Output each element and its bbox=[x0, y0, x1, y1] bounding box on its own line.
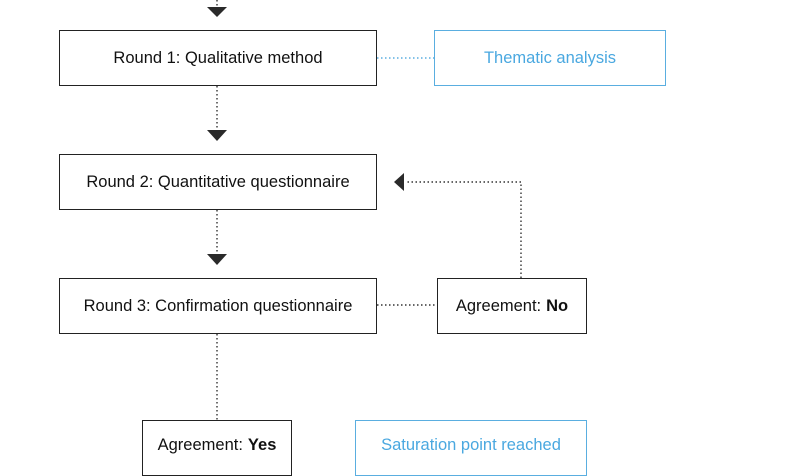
round1-box: Round 1: Qualitative method bbox=[59, 30, 377, 86]
round1-label: Round 1: Qualitative method bbox=[113, 48, 323, 67]
arrowhead-round3 bbox=[207, 254, 227, 265]
agreement-no-value: No bbox=[546, 296, 569, 315]
round2-box: Round 2: Quantitative questionnaire bbox=[59, 154, 377, 210]
saturation-point-label: Saturation point reached bbox=[381, 436, 561, 454]
arrowhead-top bbox=[207, 7, 227, 17]
round3-box: Round 3: Confirmation questionnaire bbox=[59, 278, 377, 334]
flow-connectors bbox=[207, 0, 522, 420]
agreement-yes-value: Yes bbox=[247, 436, 277, 454]
thematic-analysis-label: Thematic analysis bbox=[483, 48, 617, 67]
agreement-yes-box: Agreement: Yes bbox=[142, 420, 292, 476]
agreement-no-prefix: Agreement: bbox=[455, 296, 542, 315]
round2-label: Round 2: Quantitative questionnaire bbox=[86, 172, 350, 191]
agreement-yes-prefix: Agreement: bbox=[157, 436, 243, 454]
agreement-no-box: Agreement: No bbox=[437, 278, 587, 334]
saturation-point-box: Saturation point reached bbox=[355, 420, 587, 476]
thematic-analysis-box: Thematic analysis bbox=[434, 30, 666, 86]
arrowhead-round2 bbox=[207, 130, 227, 141]
round3-label: Round 3: Confirmation questionnaire bbox=[83, 296, 353, 315]
arrowhead-loop bbox=[394, 173, 404, 191]
